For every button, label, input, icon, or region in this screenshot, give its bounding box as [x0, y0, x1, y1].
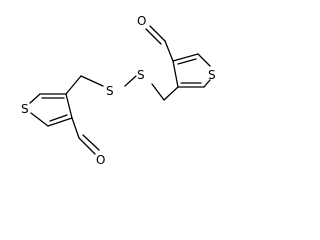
bond-c3-c4-right [172, 60, 179, 88]
bond-c4-cho-right [164, 40, 174, 62]
bond-c4-c5-left-double [49, 114, 68, 122]
bond-disulfide [124, 75, 137, 87]
bond-ch2-c3-right [163, 86, 179, 101]
bond-cho-o-left [78, 137, 96, 155]
bond-c3-c4-left [65, 93, 73, 119]
right-aldehyde-group [145, 25, 174, 62]
bond-ch2-s-left [80, 75, 104, 87]
structure-canvas: S S S S O O [21, 14, 216, 167]
left-aldehyde-group [71, 117, 100, 155]
bond-c3-ch2-left [65, 75, 82, 95]
atom-sulfur-bridge-a: S [106, 84, 114, 98]
bond-cho-o-right-double [145, 28, 162, 45]
bond-c4-c5-right-double [177, 58, 197, 65]
bond-c4-c5-left [47, 117, 73, 127]
bond-s-ch2-right [151, 83, 165, 101]
bond-s-c2-right [203, 79, 211, 88]
atom-sulfur-right-ring: S [208, 68, 216, 82]
bond-cho-o-right [149, 25, 166, 42]
atom-sulfur-left-ring: S [21, 102, 29, 116]
left-thiophene-ring [29, 93, 73, 127]
bond-cho-o-left-double [82, 134, 100, 151]
molecule-diagram: S S S S O O [21, 14, 216, 167]
atom-oxygen-right: O [137, 14, 146, 28]
atom-sulfur-bridge-b: S [137, 68, 145, 82]
bond-c4-c5-right [172, 53, 199, 62]
right-thiophene-ring [172, 53, 211, 88]
bond-s-c2-left [29, 93, 41, 104]
bond-c5-s-left [30, 112, 49, 127]
bond-c4-cho-left [71, 117, 80, 139]
atom-oxygen-left: O [96, 153, 105, 167]
bond-c5-s-right [197, 53, 211, 67]
